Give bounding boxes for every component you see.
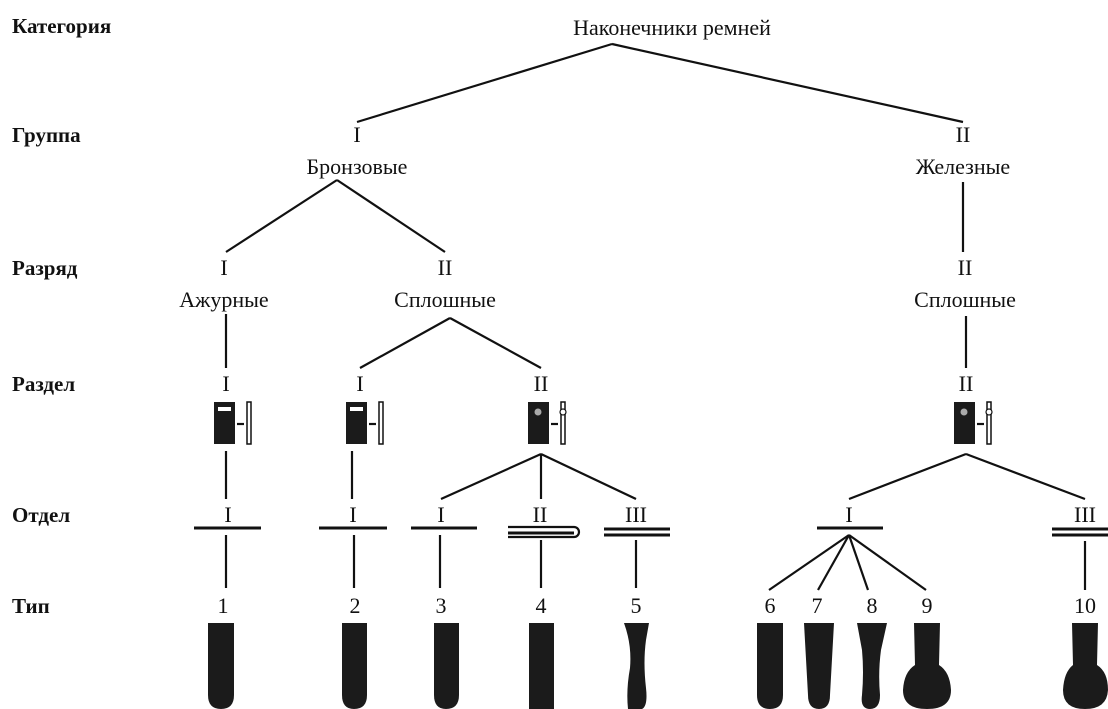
node-root: Наконечники ремней (573, 15, 771, 40)
type-number-1: 1 (218, 593, 229, 618)
belt-tip-type-2 (342, 623, 367, 709)
level-label-category: Категория (12, 14, 111, 38)
type-number-10: 10 (1074, 593, 1096, 618)
node-group-2-numeral: II (956, 122, 971, 147)
node-group-1-numeral: I (353, 122, 360, 147)
section-icon-plate-slot (214, 401, 252, 445)
type-number-7: 7 (812, 593, 823, 618)
belt-tip-type-1 (208, 623, 234, 709)
node-rank-2-label: Сплошные (394, 287, 496, 312)
node-rank-1-numeral: I (220, 255, 227, 280)
node-section-4: II (959, 371, 974, 396)
node-rank-3-label: Сплошные (914, 287, 1016, 312)
node-division-2: I (349, 502, 356, 527)
tree-connectors (224, 42, 1087, 591)
type-number-8: 8 (867, 593, 878, 618)
type-number-6: 6 (765, 593, 776, 618)
node-division-3: I (437, 502, 444, 527)
node-division-5: III (625, 502, 647, 527)
level-label-section: Раздел (12, 372, 75, 396)
node-section-3: II (534, 371, 549, 396)
node-section-2: I (356, 371, 363, 396)
type-number-2: 2 (350, 593, 361, 618)
section-icon-plate-rivet (528, 401, 567, 445)
node-division-1: I (224, 502, 231, 527)
belt-tip-type-3 (434, 623, 459, 709)
belt-tip-type-5 (624, 623, 649, 709)
level-label-group: Группа (12, 123, 81, 147)
belt-tip-type-10 (1063, 623, 1108, 709)
type-number-3: 3 (436, 593, 447, 618)
belt-tip-type-6 (757, 623, 783, 709)
division-profile-folded (508, 525, 581, 539)
type-number-4: 4 (536, 593, 547, 618)
node-group-1-label: Бронзовые (307, 154, 408, 179)
section-icon-plate-slot (346, 401, 384, 445)
type-number-9: 9 (922, 593, 933, 618)
belt-tip-type-8 (857, 623, 887, 709)
belt-tip-type-9 (903, 623, 951, 709)
type-number-5: 5 (631, 593, 642, 618)
node-division-4: II (533, 502, 548, 527)
node-group-2-label: Железные (916, 154, 1010, 179)
node-division-6: I (845, 502, 852, 527)
node-rank-2-numeral: II (438, 255, 453, 280)
node-rank-1-label: Ажурные (179, 287, 268, 312)
division-profile-double (1052, 527, 1108, 537)
node-division-7: III (1074, 502, 1096, 527)
level-label-type: Тип (12, 594, 50, 618)
node-section-1: I (222, 371, 229, 396)
division-profile-double (604, 527, 670, 537)
section-icon-plate-rivet (954, 401, 993, 445)
belt-tip-type-7 (804, 623, 834, 709)
level-label-rank: Разряд (12, 256, 78, 280)
node-rank-3-numeral: II (958, 255, 973, 280)
level-label-division: Отдел (12, 503, 70, 527)
belt-tip-type-4 (529, 623, 554, 709)
